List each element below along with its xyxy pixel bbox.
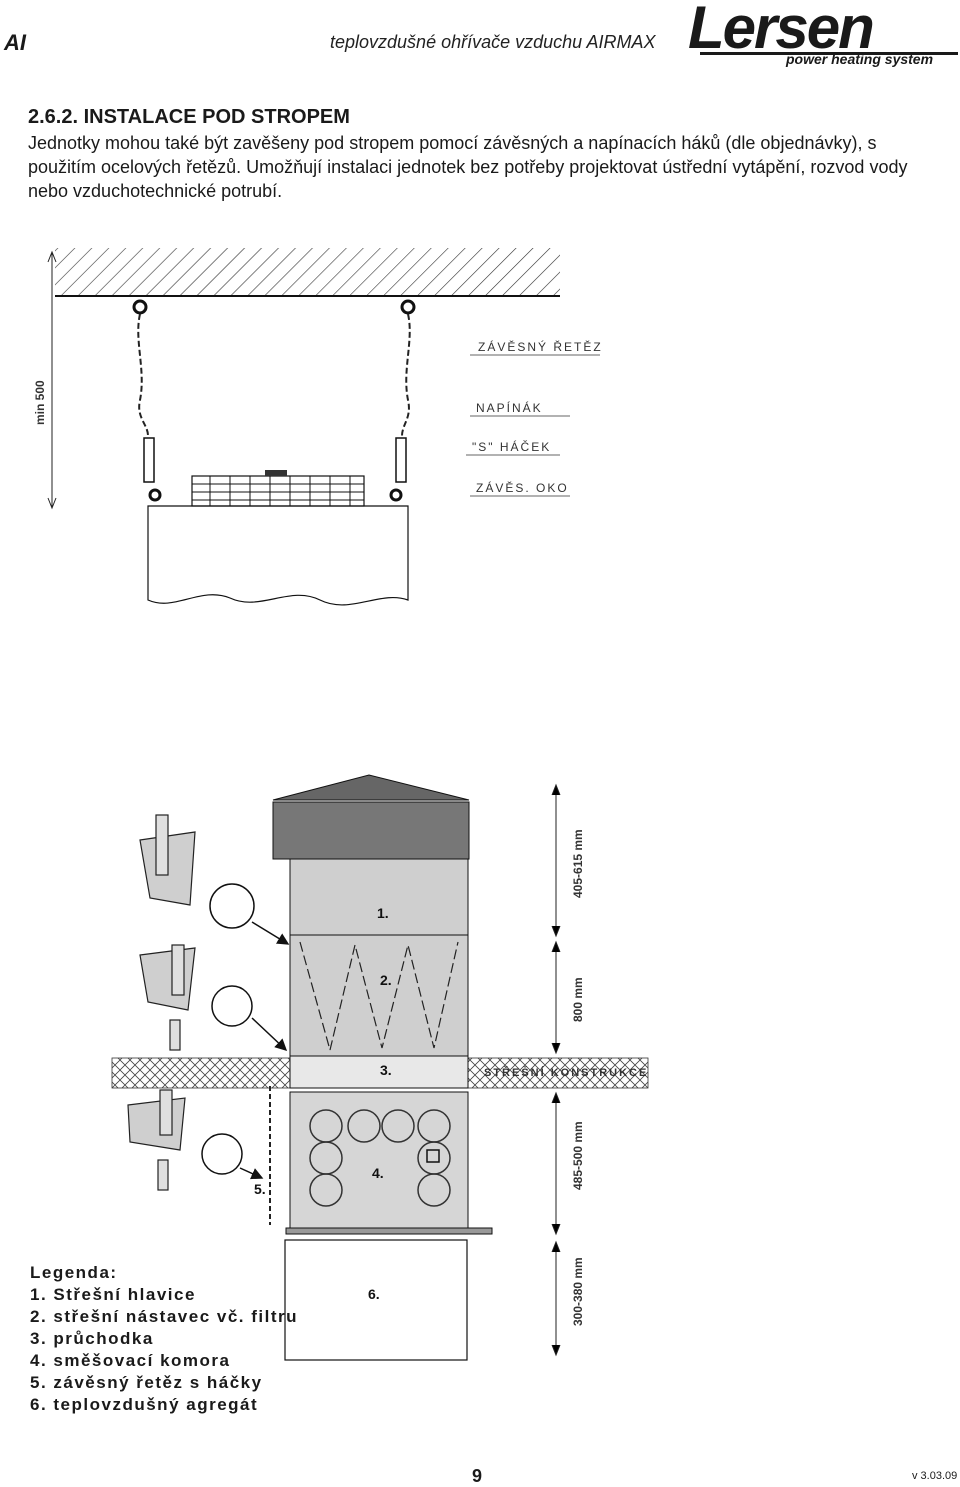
brand-logo: Lersen bbox=[688, 0, 875, 61]
version-label: v 3.03.09 bbox=[912, 1470, 958, 1482]
legend-title: Legenda: bbox=[30, 1263, 118, 1282]
callout-4: 4. bbox=[372, 1165, 384, 1181]
roof-extension bbox=[289, 858, 469, 1057]
legend-item: 2. střešní nástavec vč. filtru bbox=[30, 1307, 298, 1326]
heater-body bbox=[147, 505, 409, 606]
callout-3: 3. bbox=[380, 1062, 392, 1078]
dimension-300-380: 300-380 mm bbox=[571, 1257, 585, 1326]
filter-zigzag bbox=[299, 941, 459, 1051]
legend-item: 3. průchodka bbox=[30, 1329, 154, 1348]
callout-5: 5. bbox=[254, 1181, 266, 1197]
detail-insets bbox=[127, 814, 196, 1191]
legend-item: 5. závěsný řetěz s háčky bbox=[30, 1373, 263, 1392]
document-code: AI bbox=[4, 30, 26, 55]
heater-unit bbox=[284, 1239, 468, 1361]
roof-structure-left bbox=[111, 1057, 293, 1089]
ceiling-figure: min 500 ZÁVĚSNÝ ŘETĚZ NAPÍNÁK "S" HÁČEK … bbox=[33, 248, 603, 606]
section-body: Jednotky mohou také být zavěšeny pod str… bbox=[28, 133, 908, 201]
section-title: 2.6.2. INSTALACE POD STROPEM bbox=[28, 106, 350, 128]
roof-head bbox=[272, 801, 470, 860]
dimension-405-615: 405-615 mm bbox=[571, 829, 585, 898]
dimension-485-500: 485-500 mm bbox=[571, 1121, 585, 1190]
label-s-hook: "S" HÁČEK bbox=[472, 439, 551, 454]
left-chain bbox=[132, 299, 162, 502]
callout-6: 6. bbox=[368, 1286, 380, 1302]
dimension-min500: min 500 bbox=[33, 380, 47, 425]
legend-item: 6. teplovzdušný agregát bbox=[30, 1395, 259, 1414]
bracket-details bbox=[201, 883, 255, 1175]
label-tensioner: NAPÍNÁK bbox=[476, 400, 543, 415]
legend-item: 1. Střešní hlavice bbox=[30, 1285, 196, 1304]
page-number: 9 bbox=[472, 1466, 483, 1486]
document-title: teplovzdušné ohřívače vzduchu AIRMAX bbox=[330, 32, 656, 52]
label-roof-structure: STŘEŠNÍ KONSTRUKCE bbox=[484, 1066, 648, 1079]
dimension-800: 800 mm bbox=[571, 977, 585, 1022]
brand-tagline: power heating system bbox=[786, 51, 934, 67]
legend-item: 4. směšovací komora bbox=[30, 1351, 231, 1370]
roof-cap bbox=[272, 774, 470, 801]
legend: Legenda: 1. Střešní hlavice 2. střešní n… bbox=[30, 1262, 298, 1416]
callout-1: 1. bbox=[377, 905, 389, 921]
heater-grille bbox=[191, 470, 365, 507]
ceiling-slab bbox=[55, 248, 560, 296]
roof-figure: 1. 2. 3. 4. 5. 6. STŘEŠNÍ KONSTRUKCE 405… bbox=[111, 774, 649, 1361]
damper-circles bbox=[309, 1109, 451, 1207]
label-chain: ZÁVĚSNÝ ŘETĚZ bbox=[478, 339, 603, 354]
roof-structure-right bbox=[467, 1057, 649, 1089]
roof-penetration bbox=[289, 1055, 469, 1089]
dimension-lines bbox=[551, 783, 561, 1357]
logo-underline bbox=[700, 52, 958, 55]
label-eye: ZÁVĚS. OKO bbox=[476, 480, 569, 495]
callout-2: 2. bbox=[380, 972, 392, 988]
right-chain bbox=[389, 299, 416, 502]
